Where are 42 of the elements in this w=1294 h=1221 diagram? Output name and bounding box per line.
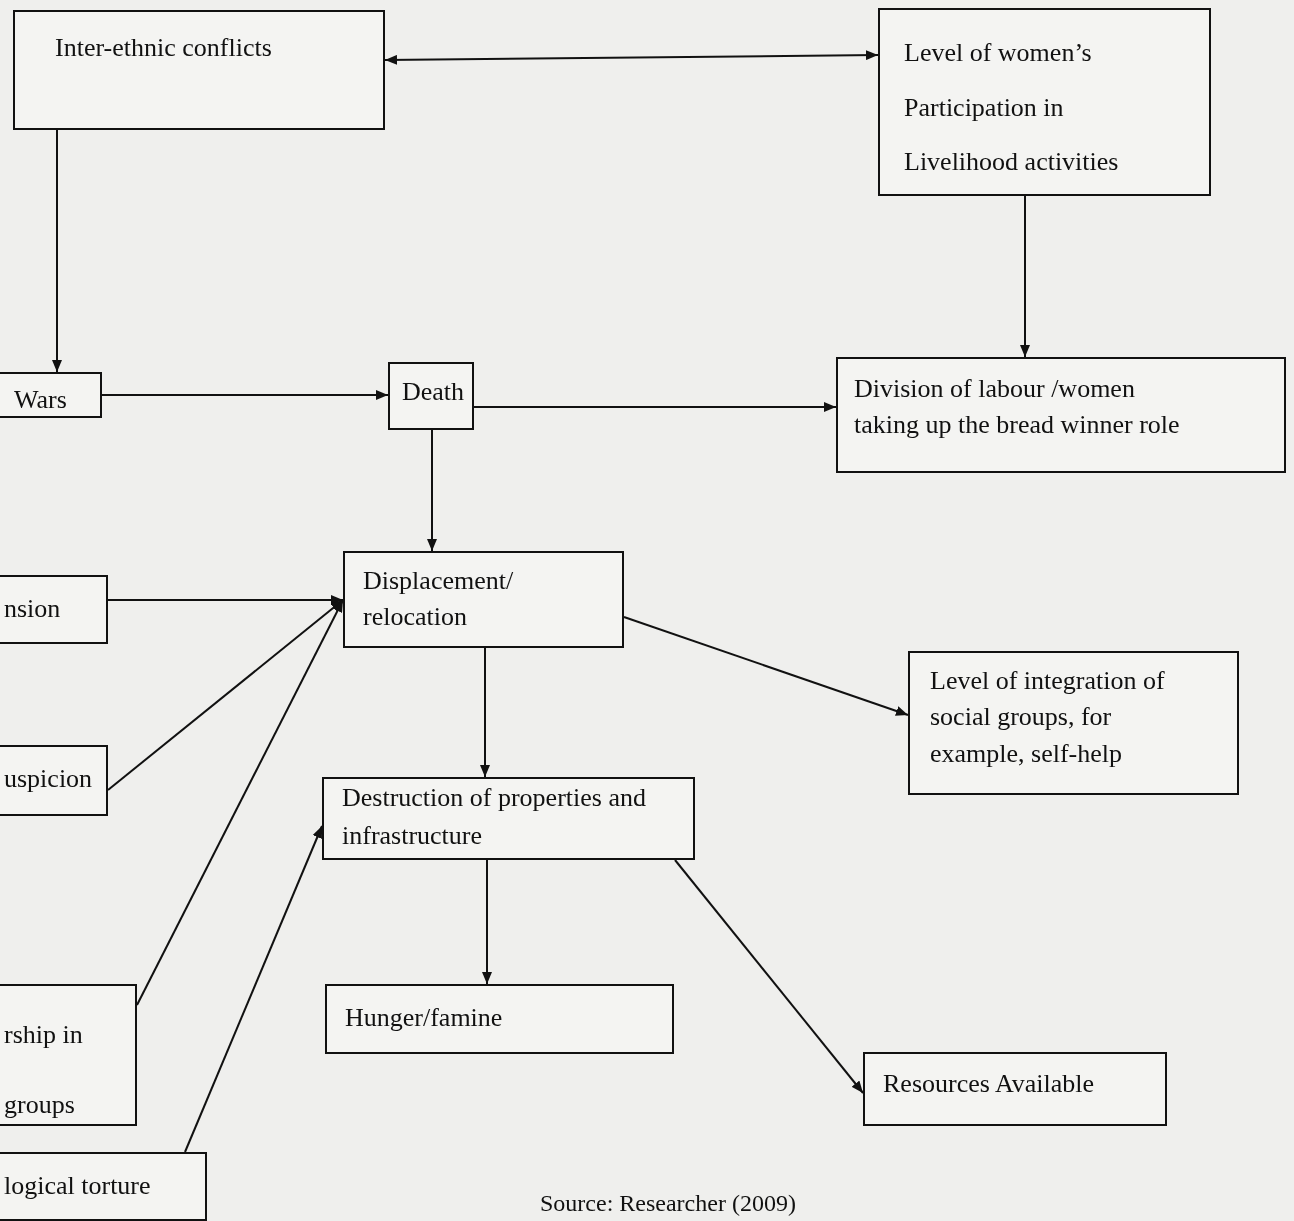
arrow [473, 402, 837, 412]
arrow [384, 50, 879, 65]
box-text: Death [402, 376, 466, 408]
arrow [101, 390, 389, 400]
concept-box [343, 551, 624, 648]
box-text: uspicion [4, 763, 94, 795]
arrow [107, 595, 344, 605]
concept-box [322, 777, 695, 860]
concept-box [878, 8, 1211, 196]
box-text: Resources Available [883, 1068, 1096, 1100]
concept-box [908, 651, 1239, 795]
arrow [1020, 195, 1030, 358]
arrow [136, 599, 344, 1006]
concept-box [13, 10, 385, 130]
concept-box [325, 984, 674, 1054]
arrow [107, 599, 344, 791]
concept-box [0, 1152, 207, 1221]
concept-box [863, 1052, 1167, 1126]
box-text: Destruction of properties and infrastructure [342, 782, 647, 852]
box-text: Level of women’s Participation in Livelihood activities [904, 37, 1120, 179]
arrow [184, 825, 323, 1153]
arrow [427, 429, 437, 552]
box-text: Hunger/famine [345, 1002, 504, 1034]
concept-box [0, 984, 137, 1126]
arrow [674, 859, 864, 1094]
arrow [482, 859, 492, 985]
box-text: Level of integration of social groups, for example, self-help [930, 665, 1166, 770]
arrow [623, 616, 909, 716]
arrow [52, 129, 62, 373]
concept-box [0, 372, 102, 418]
concept-box [836, 357, 1286, 473]
arrow [480, 647, 490, 778]
concept-box [0, 575, 108, 644]
box-text: Wars [14, 384, 68, 416]
box-text: Division of labour /women taking up the bread winner role [854, 373, 1181, 442]
box-text: logical torture [4, 1170, 152, 1202]
concept-box [0, 745, 108, 816]
concept-box [388, 362, 474, 430]
box-text: Displacement/ relocation [363, 565, 515, 634]
box-text: nsion [4, 593, 62, 625]
box-text: Inter-ethnic conflicts [55, 32, 273, 64]
source-note: Source: Researcher (2009) [540, 1190, 796, 1217]
